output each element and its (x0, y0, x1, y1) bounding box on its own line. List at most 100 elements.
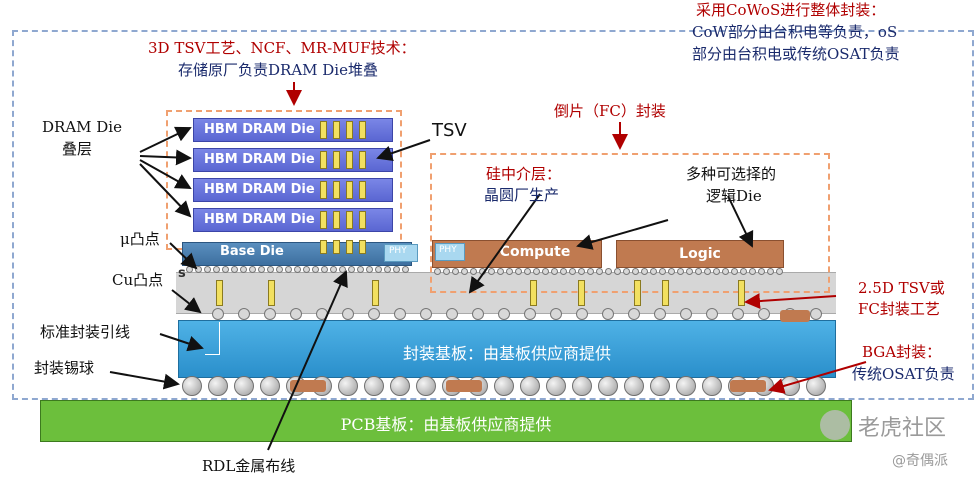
micro-bump (452, 268, 459, 275)
bga-label-2: 传统OSAT负责 (852, 365, 955, 383)
solder-ball (182, 376, 202, 396)
cowos-label-3: 部分由台积电或传统OSAT负责 (692, 45, 900, 63)
hbm-tsv (320, 211, 327, 229)
micro-bump (240, 266, 247, 273)
micro-bump (659, 268, 666, 275)
micro-bump (231, 266, 238, 273)
micro-bump (776, 268, 783, 275)
interposer-label-1: 硅中介层： (486, 165, 562, 183)
std-lead-arrow (159, 333, 204, 352)
bga-pad-3 (730, 380, 766, 392)
solder-ball (650, 376, 670, 396)
micro-bump (704, 268, 711, 275)
tsv25-label-2: FC封装工艺 (858, 300, 940, 318)
cu-bump (264, 308, 276, 320)
micro-bump (632, 268, 639, 275)
tsv-process-label-1: 3D TSV工艺、NCF、MR-MUF技术： (148, 39, 416, 57)
micro-bump (650, 268, 657, 275)
cu-bump (680, 308, 692, 320)
cu-bump (602, 308, 614, 320)
micro-bump (758, 268, 765, 275)
hbm-tsv (359, 151, 366, 169)
micro-bump (515, 268, 522, 275)
solder-ball-arrow (109, 371, 180, 390)
solder-ball (624, 376, 644, 396)
hbm-tsv (333, 121, 340, 139)
micro-bump (195, 266, 202, 273)
flipchip-label: 倒片（FC）封装 (554, 102, 666, 120)
micro-bump (551, 268, 558, 275)
standard-lead-trace (205, 322, 220, 355)
interposer-tsv (216, 280, 223, 306)
micro-bump (569, 268, 576, 275)
micro-bump (533, 268, 540, 275)
tsv25-label-1: 2.5D TSV或 (858, 279, 945, 297)
logic-options-label-1: 多种可选择的 (686, 165, 777, 183)
solder-ball (234, 376, 254, 396)
bga-arrow (768, 361, 867, 394)
interposer-tsv (268, 280, 275, 306)
micro-bump (384, 266, 391, 273)
micro-bump (506, 268, 513, 275)
solder-ball (546, 376, 566, 396)
cu-bump (732, 308, 744, 320)
rdl-arrow (267, 270, 348, 451)
watermark-main: 老虎社区 (858, 416, 947, 441)
solder-ball (416, 376, 436, 396)
tsv-label: TSV (432, 120, 467, 141)
interposer-label-2: 晶圆厂生产 (484, 186, 560, 204)
solder-ball (208, 376, 228, 396)
pcb-label: PCB基板：由基板供应商提供 (340, 415, 552, 434)
hbm-tsv (346, 121, 353, 139)
micro-bump (713, 268, 720, 275)
micro-bump (578, 268, 585, 275)
hbm-tsv (320, 151, 327, 169)
compute-label: Compute (499, 244, 571, 260)
micro-bump (321, 266, 328, 273)
cu-bump (368, 308, 380, 320)
bga-pad-2 (446, 380, 482, 392)
logic-options-label-2: 逻辑Die (706, 187, 762, 205)
hbm-tsv (333, 181, 340, 199)
hbm-tsv (359, 121, 366, 139)
micro-bump (443, 268, 450, 275)
micro-bump (623, 268, 630, 275)
dram-stack-label-2: 叠层 (62, 140, 93, 158)
cu-bump (706, 308, 718, 320)
watermark-logo-icon (820, 410, 850, 440)
interposer-tsv (662, 280, 669, 306)
micro-bump (204, 266, 211, 273)
bga-label-1: BGA封装： (862, 343, 942, 361)
cu-bump (576, 308, 588, 320)
micro-bump (524, 268, 531, 275)
solder-ball (338, 376, 358, 396)
micro-bump (605, 268, 612, 275)
base-die-label: Base Die (220, 244, 284, 259)
compute-arrow (576, 219, 669, 250)
cu-bump (524, 308, 536, 320)
hbm-tsv (320, 240, 327, 254)
cu-bump (238, 308, 250, 320)
solder-ball (702, 376, 722, 396)
micro-bump (294, 266, 301, 273)
micro-bump (614, 268, 621, 275)
dram-stack-label-1: DRAM Die (42, 118, 122, 136)
solder-ball (520, 376, 540, 396)
phy-left-label: PHY (439, 245, 457, 255)
micro-bump (375, 266, 382, 273)
flipchip-region (430, 153, 830, 293)
hbm-tsv (346, 240, 353, 254)
micro-bump (722, 268, 729, 275)
micro-bump (348, 266, 355, 273)
tsv25-arrow (744, 293, 837, 310)
hbm-tsv (346, 211, 353, 229)
solder-ball (260, 376, 280, 396)
micro-bump (312, 266, 319, 273)
package-substrate (178, 320, 836, 378)
solder-ball (572, 376, 592, 396)
ubump-arrow (169, 242, 198, 270)
solder-ball (390, 376, 410, 396)
micro-bump (434, 268, 441, 275)
micro-bump (686, 268, 693, 275)
micro-bump (668, 268, 675, 275)
